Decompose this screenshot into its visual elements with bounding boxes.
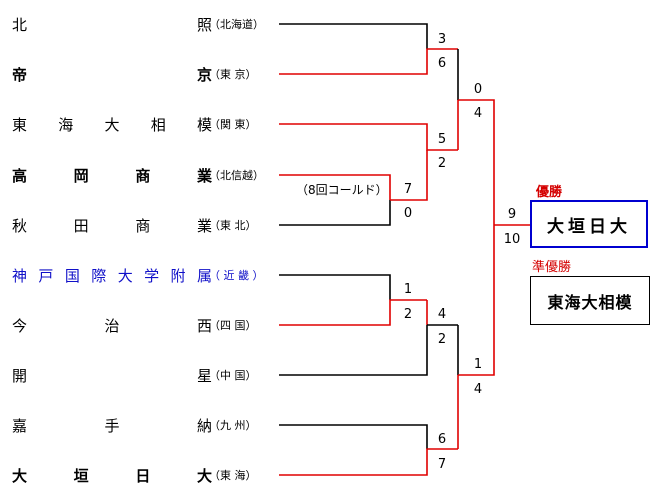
champion-name: 大垣日大 (547, 216, 631, 237)
team-name-char: 大 (117, 266, 133, 285)
team-name-char: 相 (150, 115, 166, 134)
team-name-char: 業 (196, 216, 212, 235)
score: 6 (437, 432, 447, 447)
team-kaisei: 開星 (12, 365, 212, 385)
team-name-char: 属 (196, 266, 212, 285)
score: 4 (437, 307, 447, 322)
region-label: （北海道） (209, 18, 264, 31)
score: 1 (473, 357, 483, 372)
champion-box: 大垣日大 (530, 200, 648, 248)
team-takaoka-shogyo: 高岡商業 (12, 165, 212, 185)
region-label: （東 海） (209, 469, 257, 482)
team-name-char: 商 (135, 216, 151, 235)
team-name-char: 京 (196, 65, 212, 84)
region-label: （関 東） (209, 118, 257, 131)
team-name-char: 秋 (12, 216, 28, 235)
team-name-char: 垣 (73, 466, 89, 485)
team-name-char: 今 (12, 316, 28, 335)
team-kobe-kokusai: 神戸国際大学附属 (12, 265, 212, 285)
team-name-char: 模 (196, 115, 212, 134)
team-imabari-nishi: 今治西 (12, 315, 212, 335)
score: 2 (437, 156, 447, 171)
team-name-char: 学 (144, 266, 160, 285)
region-label: （北信越） (209, 169, 264, 182)
team-name-char: 星 (196, 366, 212, 385)
score: 9 (507, 207, 517, 222)
line-imabari (279, 299, 427, 326)
team-name-char: 嘉 (12, 416, 28, 435)
team-ogaki-nichidai: 大垣日大 (12, 465, 212, 485)
team-name-char: 海 (58, 115, 74, 134)
line-akita (279, 200, 391, 226)
line-teikyo (279, 48, 458, 75)
team-name-char: 開 (12, 366, 28, 385)
team-name-char: 附 (170, 266, 186, 285)
region-label: （東 北） (209, 219, 257, 232)
team-name-char: 戸 (38, 266, 54, 285)
line-tokai (279, 123, 458, 151)
champion-label: 優勝 (536, 185, 563, 200)
team-name-char: 西 (196, 316, 212, 335)
score: 4 (473, 106, 483, 121)
runner-up-label: 準優勝 (532, 260, 572, 275)
team-name-char: 田 (73, 216, 89, 235)
score: 2 (403, 307, 413, 322)
team-name-char: 大 (196, 466, 212, 485)
region-label: （中 国） (209, 369, 257, 382)
team-name-char: 手 (104, 416, 120, 435)
score: 6 (437, 56, 447, 71)
line-sf-top-winner (458, 99, 495, 225)
region-label: （四 国） (209, 319, 257, 332)
runner-up-name: 東海大相模 (547, 292, 633, 312)
region-label: （東 京） (209, 68, 257, 81)
team-name-char: 際 (91, 266, 107, 285)
score: 5 (437, 132, 447, 147)
team-name-char: 大 (104, 115, 120, 134)
line-hokusho (279, 23, 428, 49)
cold-game-note: （8回コールド） (296, 183, 388, 197)
team-name-char: 日 (135, 466, 151, 485)
line-kadena (279, 424, 428, 449)
score: 7 (437, 457, 447, 472)
team-tokai-sagami: 東海大相模 (12, 114, 212, 134)
team-name-char: 照 (196, 15, 212, 34)
score: 0 (473, 82, 483, 97)
team-name-char: 納 (196, 416, 212, 435)
team-name-char: 商 (135, 166, 151, 185)
team-akita-shogyo: 秋田商業 (12, 215, 212, 235)
line-takaoka (279, 174, 391, 200)
score: 2 (437, 332, 447, 347)
line-sf-bottom-winner (458, 225, 495, 376)
score: 1 (403, 282, 413, 297)
region-label: （ 近 畿 ） (209, 269, 264, 282)
line-kaisei (279, 325, 428, 376)
team-name-char: 大 (12, 466, 28, 485)
region-label: （九 州） (209, 419, 257, 432)
team-name-char: 業 (196, 166, 212, 185)
score: 7 (403, 182, 413, 197)
line-matchA-winner (390, 150, 428, 201)
score: 3 (437, 32, 447, 47)
team-name-char: 神 (12, 266, 28, 285)
team-teikyo: 帝京 (12, 64, 212, 84)
line-kobe (279, 274, 391, 300)
team-name-char: 治 (104, 316, 120, 335)
team-name-char: 帝 (12, 65, 28, 84)
score: 10 (503, 232, 521, 247)
team-name-char: 岡 (73, 166, 89, 185)
team-name-char: 高 (12, 166, 28, 185)
score: 4 (473, 382, 483, 397)
team-hokusho: 北照 (12, 14, 212, 34)
team-name-char: 北 (12, 15, 28, 34)
score: 0 (403, 206, 413, 221)
team-kadena: 嘉手納 (12, 415, 212, 435)
line-ogaki (279, 448, 458, 476)
runner-up-box: 東海大相模 (530, 276, 650, 325)
team-name-char: 国 (64, 266, 80, 285)
team-name-char: 東 (12, 115, 28, 134)
